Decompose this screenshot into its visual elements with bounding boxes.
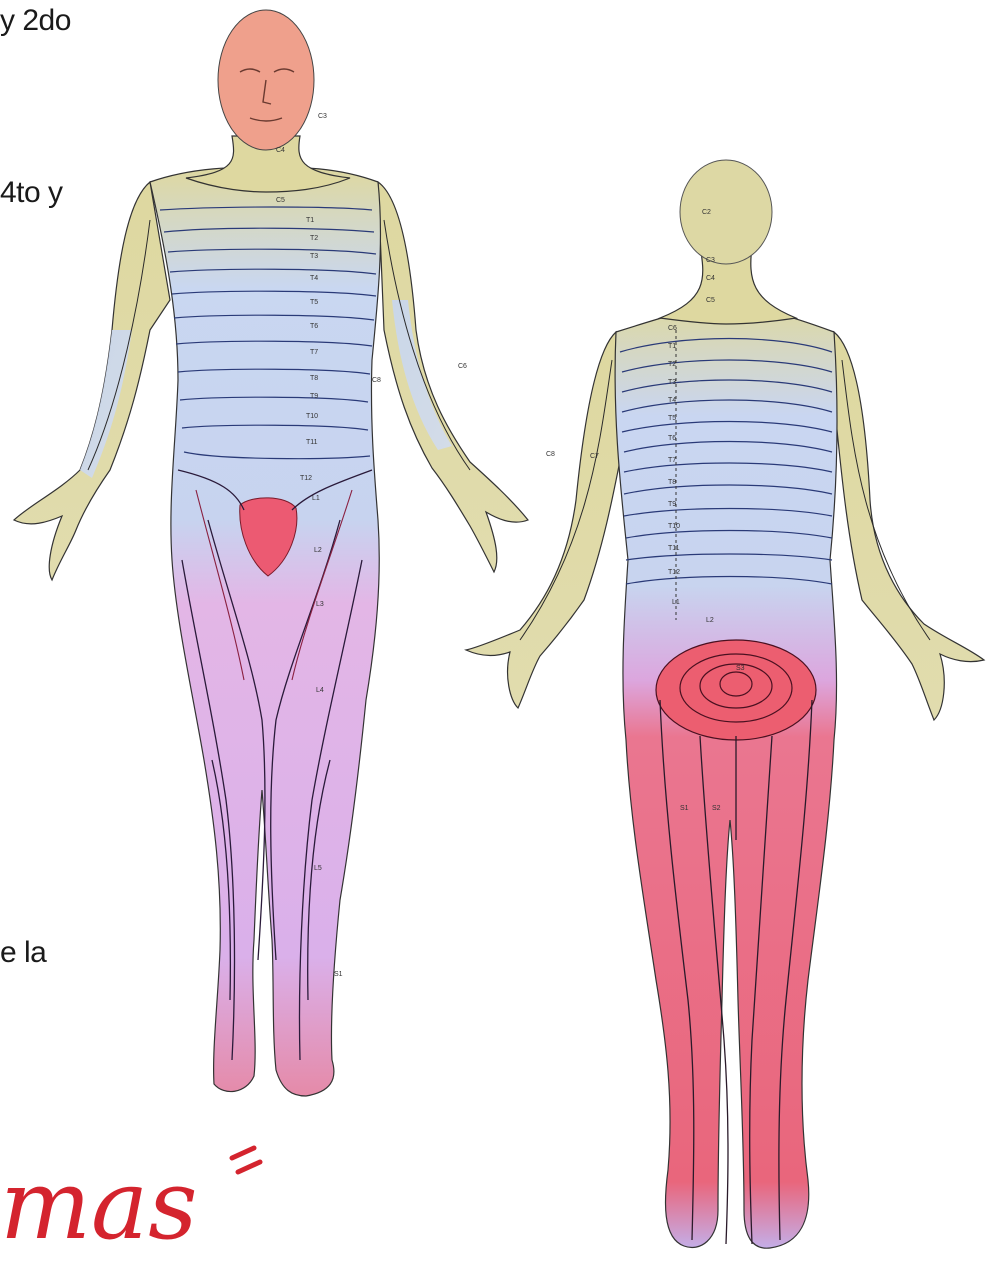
label-back-s3: S3 xyxy=(736,665,745,672)
label-back-c3: C3 xyxy=(706,257,715,264)
label-back-t8: T8 xyxy=(668,479,676,486)
label-c3: C3 xyxy=(318,113,327,120)
note-line-3: e la xyxy=(0,936,46,970)
label-back-t1: T1 xyxy=(668,343,676,350)
label-back-l2: L2 xyxy=(706,617,714,624)
label-back-c8: C8 xyxy=(546,451,555,458)
label-back-s1: S1 xyxy=(680,805,689,812)
back-torso-legs xyxy=(615,302,837,1248)
label-t10: T10 xyxy=(306,413,318,420)
back-head xyxy=(680,160,772,264)
label-t4: T4 xyxy=(310,275,318,282)
front-torso-legs xyxy=(150,168,380,1096)
label-back-t6: T6 xyxy=(668,435,676,442)
label-back-t5: T5 xyxy=(668,415,676,422)
note-line-1: y 2do xyxy=(0,4,71,38)
back-buttocks xyxy=(656,640,816,740)
note-line-2: 4to y xyxy=(0,176,63,210)
label-back-t2: T2 xyxy=(668,361,676,368)
front-figure: C3 C4 C5 T1 T2 T3 T4 T5 T6 T7 T8 T9 T10 … xyxy=(14,10,528,1096)
label-t12: T12 xyxy=(300,475,312,482)
label-back-c5: C5 xyxy=(706,297,715,304)
label-t7: T7 xyxy=(310,349,318,356)
label-back-t12: T12 xyxy=(668,569,680,576)
label-c8: C8 xyxy=(372,377,381,384)
label-t3: T3 xyxy=(310,253,318,260)
label-t6: T6 xyxy=(310,323,318,330)
label-l5: L5 xyxy=(314,865,322,872)
label-back-t4: T4 xyxy=(668,397,676,404)
label-l1: L1 xyxy=(312,495,320,502)
label-back-t9: T9 xyxy=(668,501,676,508)
label-back-s2: S2 xyxy=(712,805,721,812)
label-back-c7: C7 xyxy=(590,453,599,460)
label-c6: C6 xyxy=(458,363,467,370)
front-right-arm xyxy=(378,182,528,572)
label-t2: T2 xyxy=(310,235,318,242)
heading-fragment: mas xyxy=(0,1148,260,1261)
label-t8: T8 xyxy=(310,375,318,382)
label-l4: L4 xyxy=(316,687,324,694)
back-right-arm xyxy=(834,332,984,720)
label-back-t7: T7 xyxy=(668,457,676,464)
label-back-l1: L1 xyxy=(672,599,680,606)
label-c4: C4 xyxy=(276,147,285,154)
back-left-arm xyxy=(466,332,628,708)
label-back-t11: T11 xyxy=(668,545,680,552)
label-back-c2: C2 xyxy=(702,209,711,216)
label-back-t3: T3 xyxy=(668,379,676,386)
heading-partial-word: mas xyxy=(0,1149,198,1261)
label-t1: T1 xyxy=(306,217,314,224)
label-t9: T9 xyxy=(310,393,318,400)
label-t11: T11 xyxy=(306,439,318,446)
label-c5: C5 xyxy=(276,197,285,204)
label-back-t10: T10 xyxy=(668,523,680,530)
label-t5: T5 xyxy=(310,299,318,306)
front-left-arm xyxy=(14,182,170,580)
heading-marks xyxy=(232,1148,260,1172)
label-s1: S1 xyxy=(334,971,343,978)
label-back-c4: C4 xyxy=(706,275,715,282)
back-figure: C2 C3 C4 C5 C6 C7 C8 T1 T2 T3 T4 T5 T6 T… xyxy=(466,160,984,1248)
label-l3: L3 xyxy=(316,601,324,608)
label-l2: L2 xyxy=(314,547,322,554)
label-back-c6: C6 xyxy=(668,325,677,332)
